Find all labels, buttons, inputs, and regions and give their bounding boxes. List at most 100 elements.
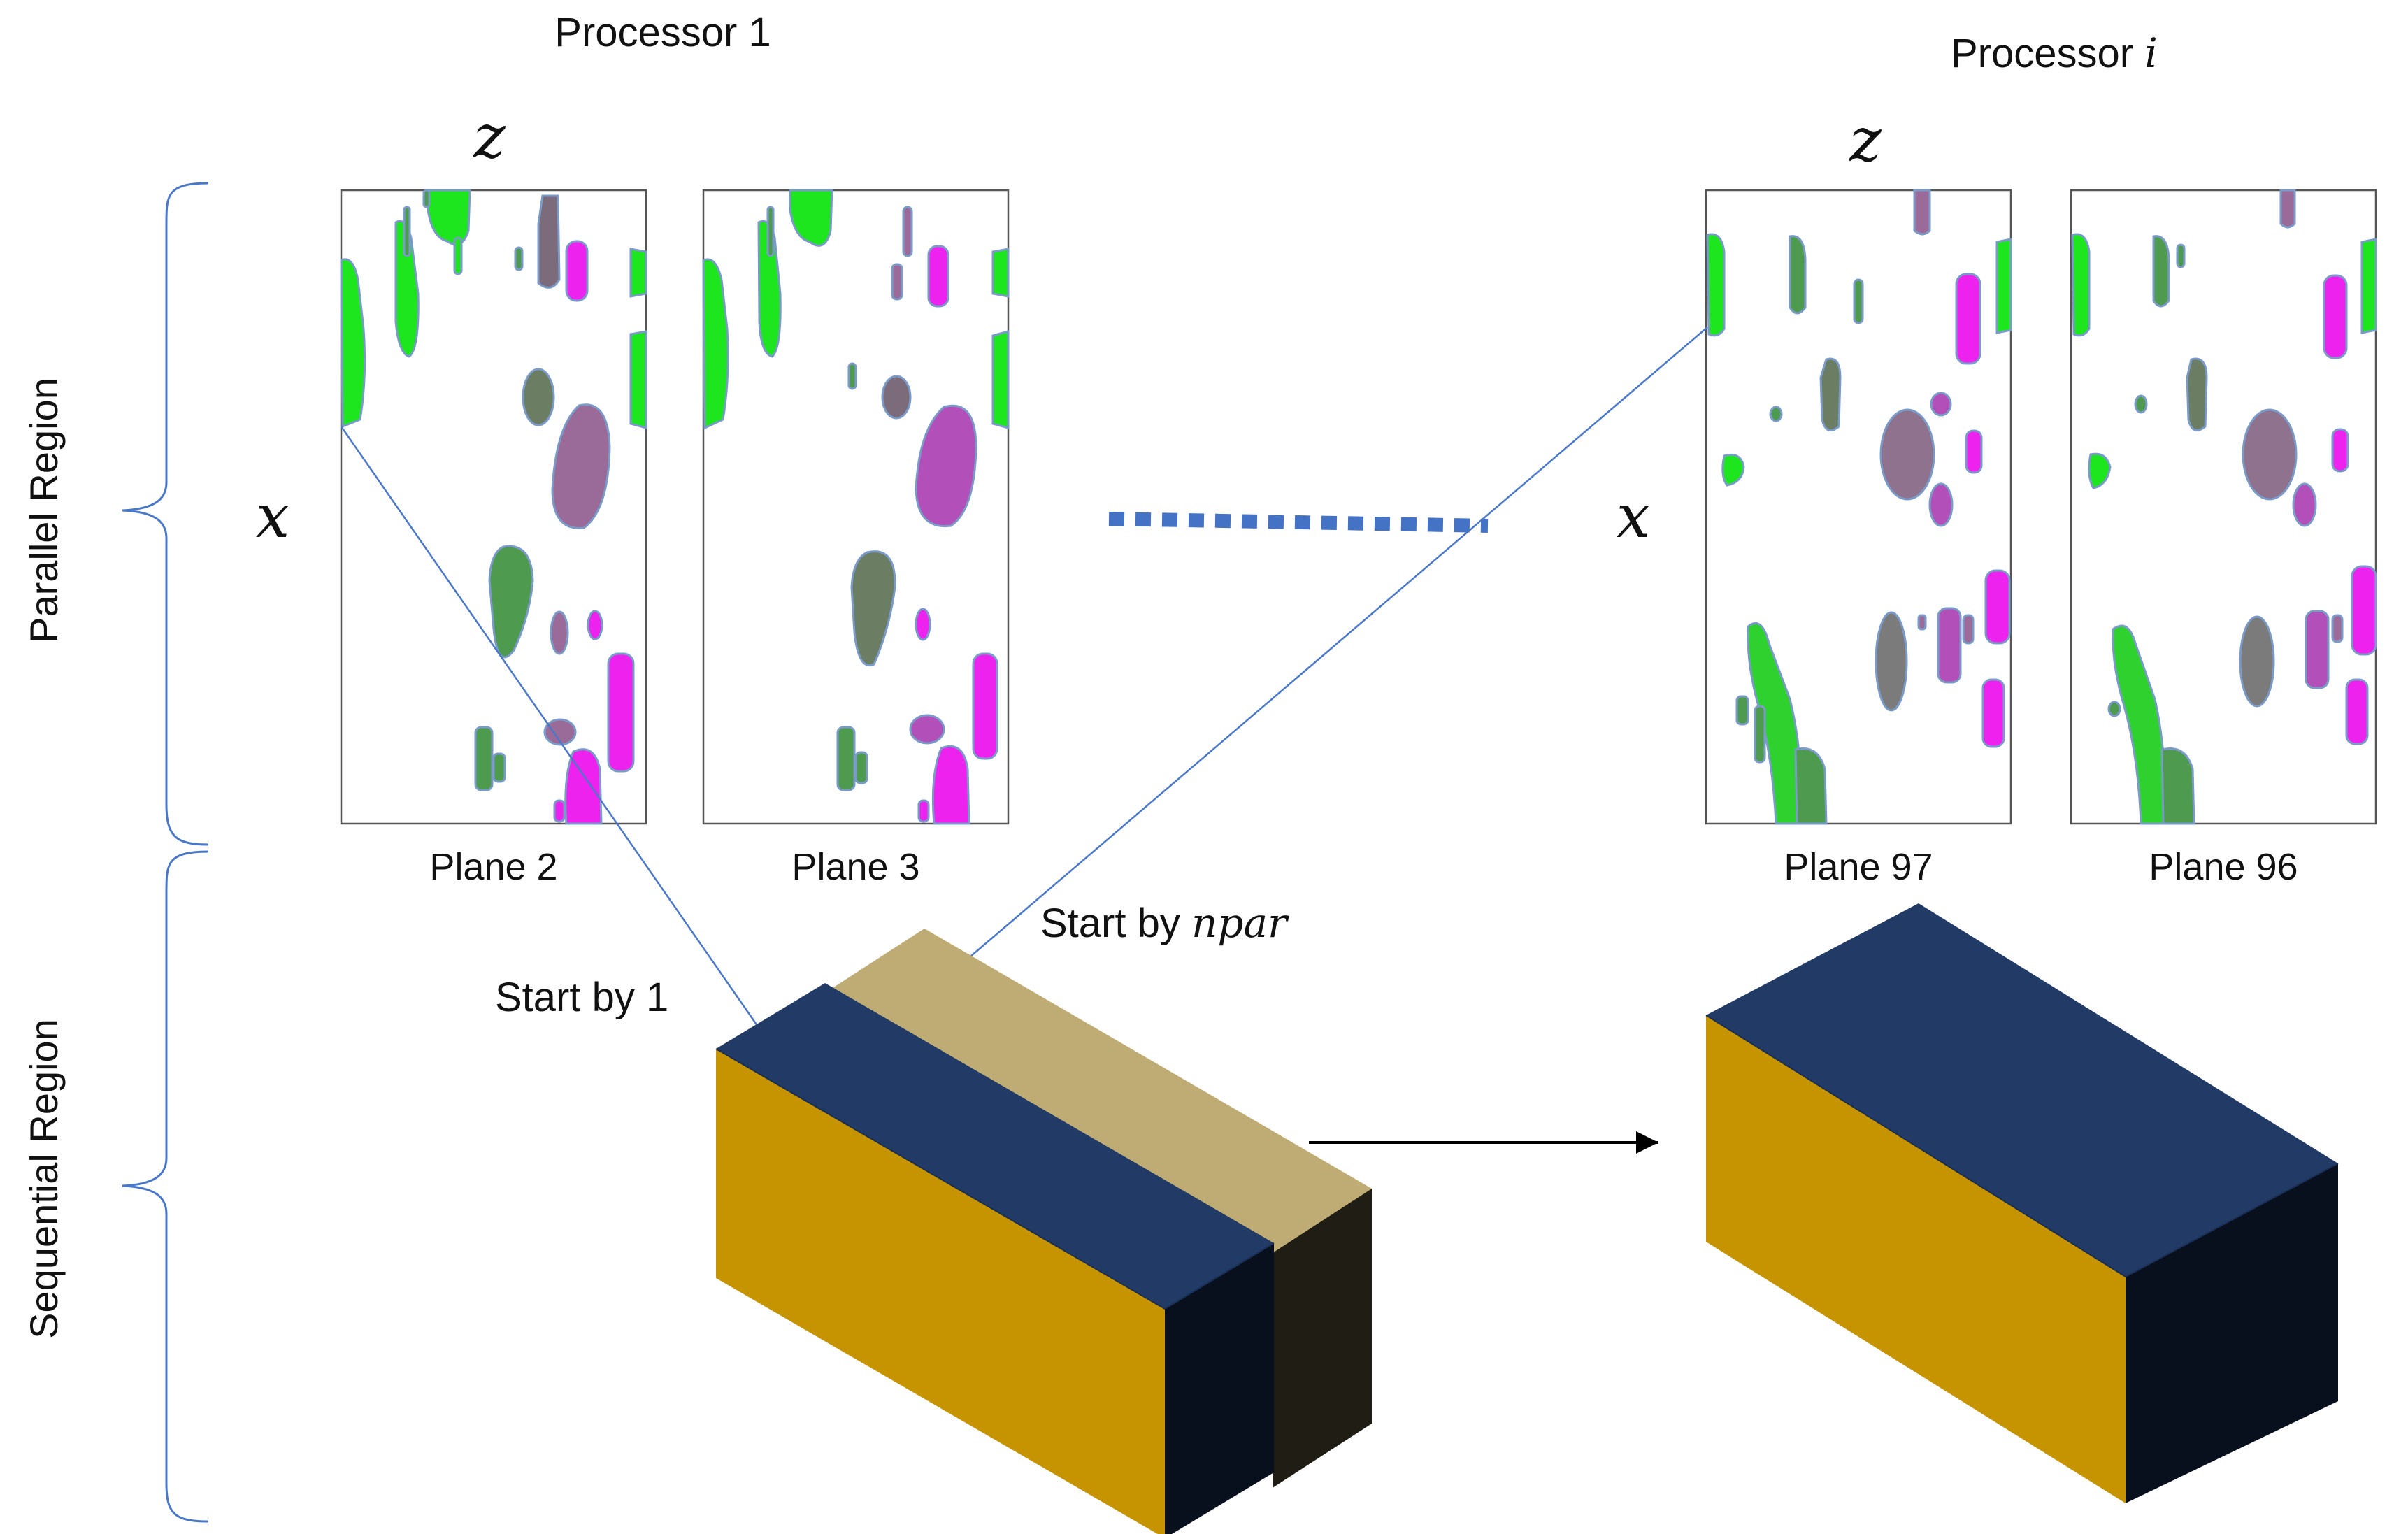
blob <box>340 258 366 429</box>
blob <box>1754 705 1766 764</box>
blob <box>629 330 647 429</box>
plane-label: Plane 3 <box>791 846 919 888</box>
blob <box>891 263 903 301</box>
blob <box>1995 238 2012 334</box>
blob <box>1819 357 1842 432</box>
blob <box>550 610 569 655</box>
blob <box>1965 429 1983 474</box>
blob <box>565 240 589 302</box>
blob <box>2134 394 2148 414</box>
blob <box>1875 611 1908 712</box>
blob <box>492 752 506 783</box>
blob <box>991 248 1010 298</box>
blob <box>564 748 603 825</box>
partial-volume-box <box>715 929 1372 1534</box>
blob <box>422 189 431 208</box>
blob <box>1928 482 1954 527</box>
blob <box>1721 453 1745 487</box>
blob <box>1769 406 1783 422</box>
blob <box>854 751 868 784</box>
blob <box>1706 233 1726 337</box>
axis-z-label-right: z <box>1849 106 1882 175</box>
box-edge <box>1705 1015 2339 1278</box>
blob <box>766 206 775 257</box>
slab-side-face <box>1273 1189 1372 1488</box>
blob <box>1747 622 1803 825</box>
blob <box>2071 233 2091 337</box>
plane-97-panel: Plane 97 <box>1705 189 2012 888</box>
blob <box>587 610 603 640</box>
blob <box>629 248 647 298</box>
sequential-region-brace <box>122 850 209 1523</box>
plane-label: Plane 2 <box>429 846 557 888</box>
blob-group <box>1706 189 2012 825</box>
blob <box>2239 615 2275 708</box>
continuation-dots <box>1108 512 1489 533</box>
processor-i-label: Processor i <box>1951 29 2158 77</box>
blob <box>2345 678 2369 745</box>
blob <box>2152 235 2170 308</box>
blob <box>514 246 524 271</box>
blob <box>2351 565 2377 656</box>
blob <box>927 245 949 308</box>
plane-label: Plane 96 <box>2149 846 2298 888</box>
plane-96-panel: Plane 96 <box>2070 189 2377 888</box>
start-by-1-label: Start by 1 <box>495 975 668 1020</box>
blob <box>488 545 534 659</box>
blob <box>2331 614 2344 643</box>
box-edge <box>715 1048 1275 1310</box>
blob <box>2242 408 2298 501</box>
blob <box>2323 274 2348 359</box>
blob <box>917 799 930 823</box>
box-side-face <box>1165 1243 1274 1534</box>
connector-arrow-plane-2 <box>340 426 784 1063</box>
blob <box>1735 695 1749 726</box>
axis-x-label-right: x <box>1617 482 1651 552</box>
blob-group <box>2071 189 2377 825</box>
axis-z-label-left: z <box>473 102 506 172</box>
box-top-face <box>1706 903 2338 1277</box>
blob <box>991 330 1010 429</box>
blob <box>2279 189 2296 229</box>
blob <box>2186 357 2208 432</box>
blob <box>1937 607 1962 684</box>
blob <box>972 652 998 760</box>
blob <box>2107 701 2121 717</box>
blob <box>2160 747 2195 825</box>
parallel-region-label: Parallel Region <box>22 378 66 643</box>
box-front-face <box>1706 1015 2126 1503</box>
blob <box>836 726 856 791</box>
blob <box>915 404 977 528</box>
blob <box>537 194 561 289</box>
blob <box>702 258 729 430</box>
blob-group <box>340 189 647 825</box>
blob <box>931 745 970 825</box>
blob <box>551 403 611 529</box>
blob <box>881 375 912 420</box>
processor-1-label: Processor 1 <box>554 10 771 55</box>
blob <box>915 608 931 641</box>
blob <box>1981 678 2005 748</box>
blob <box>850 550 896 666</box>
blob <box>474 726 494 791</box>
plane-3-panel: Plane 3 <box>702 189 1010 888</box>
blob <box>1955 273 1981 365</box>
blob <box>1789 235 1807 315</box>
blob <box>2331 428 2349 473</box>
blob <box>1853 278 1864 324</box>
axis-x-label-left: x <box>256 482 290 552</box>
blob <box>902 206 913 257</box>
blob <box>2112 624 2167 825</box>
slab-top-face <box>825 929 1372 1253</box>
blob <box>1913 189 1931 236</box>
blob <box>522 368 555 426</box>
start-by-npar-label: Start by npar <box>1040 899 1289 947</box>
blob <box>2360 238 2377 334</box>
blob <box>2292 482 2317 527</box>
plane-2-panel: Plane 2 <box>340 189 647 888</box>
blob <box>607 652 635 773</box>
plane-label: Plane 97 <box>1784 846 1933 888</box>
box-top-face <box>716 983 1274 1309</box>
blob <box>847 362 857 390</box>
